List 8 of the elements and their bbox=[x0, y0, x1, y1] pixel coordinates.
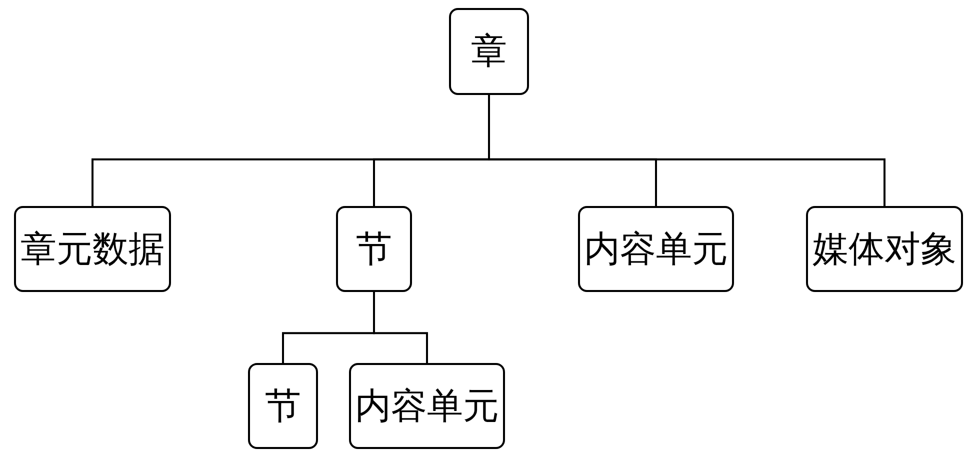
tree-box: 媒体对象 bbox=[806, 206, 963, 292]
connector-line bbox=[373, 292, 428, 363]
tree-box: 节 bbox=[336, 206, 412, 292]
tree-box: 内容单元 bbox=[349, 363, 505, 449]
tree-box: 内容单元 bbox=[578, 206, 734, 292]
tree-box: 章元数据 bbox=[14, 206, 171, 292]
tree-box: 章 bbox=[449, 8, 529, 95]
tree-box: 节 bbox=[248, 363, 318, 449]
